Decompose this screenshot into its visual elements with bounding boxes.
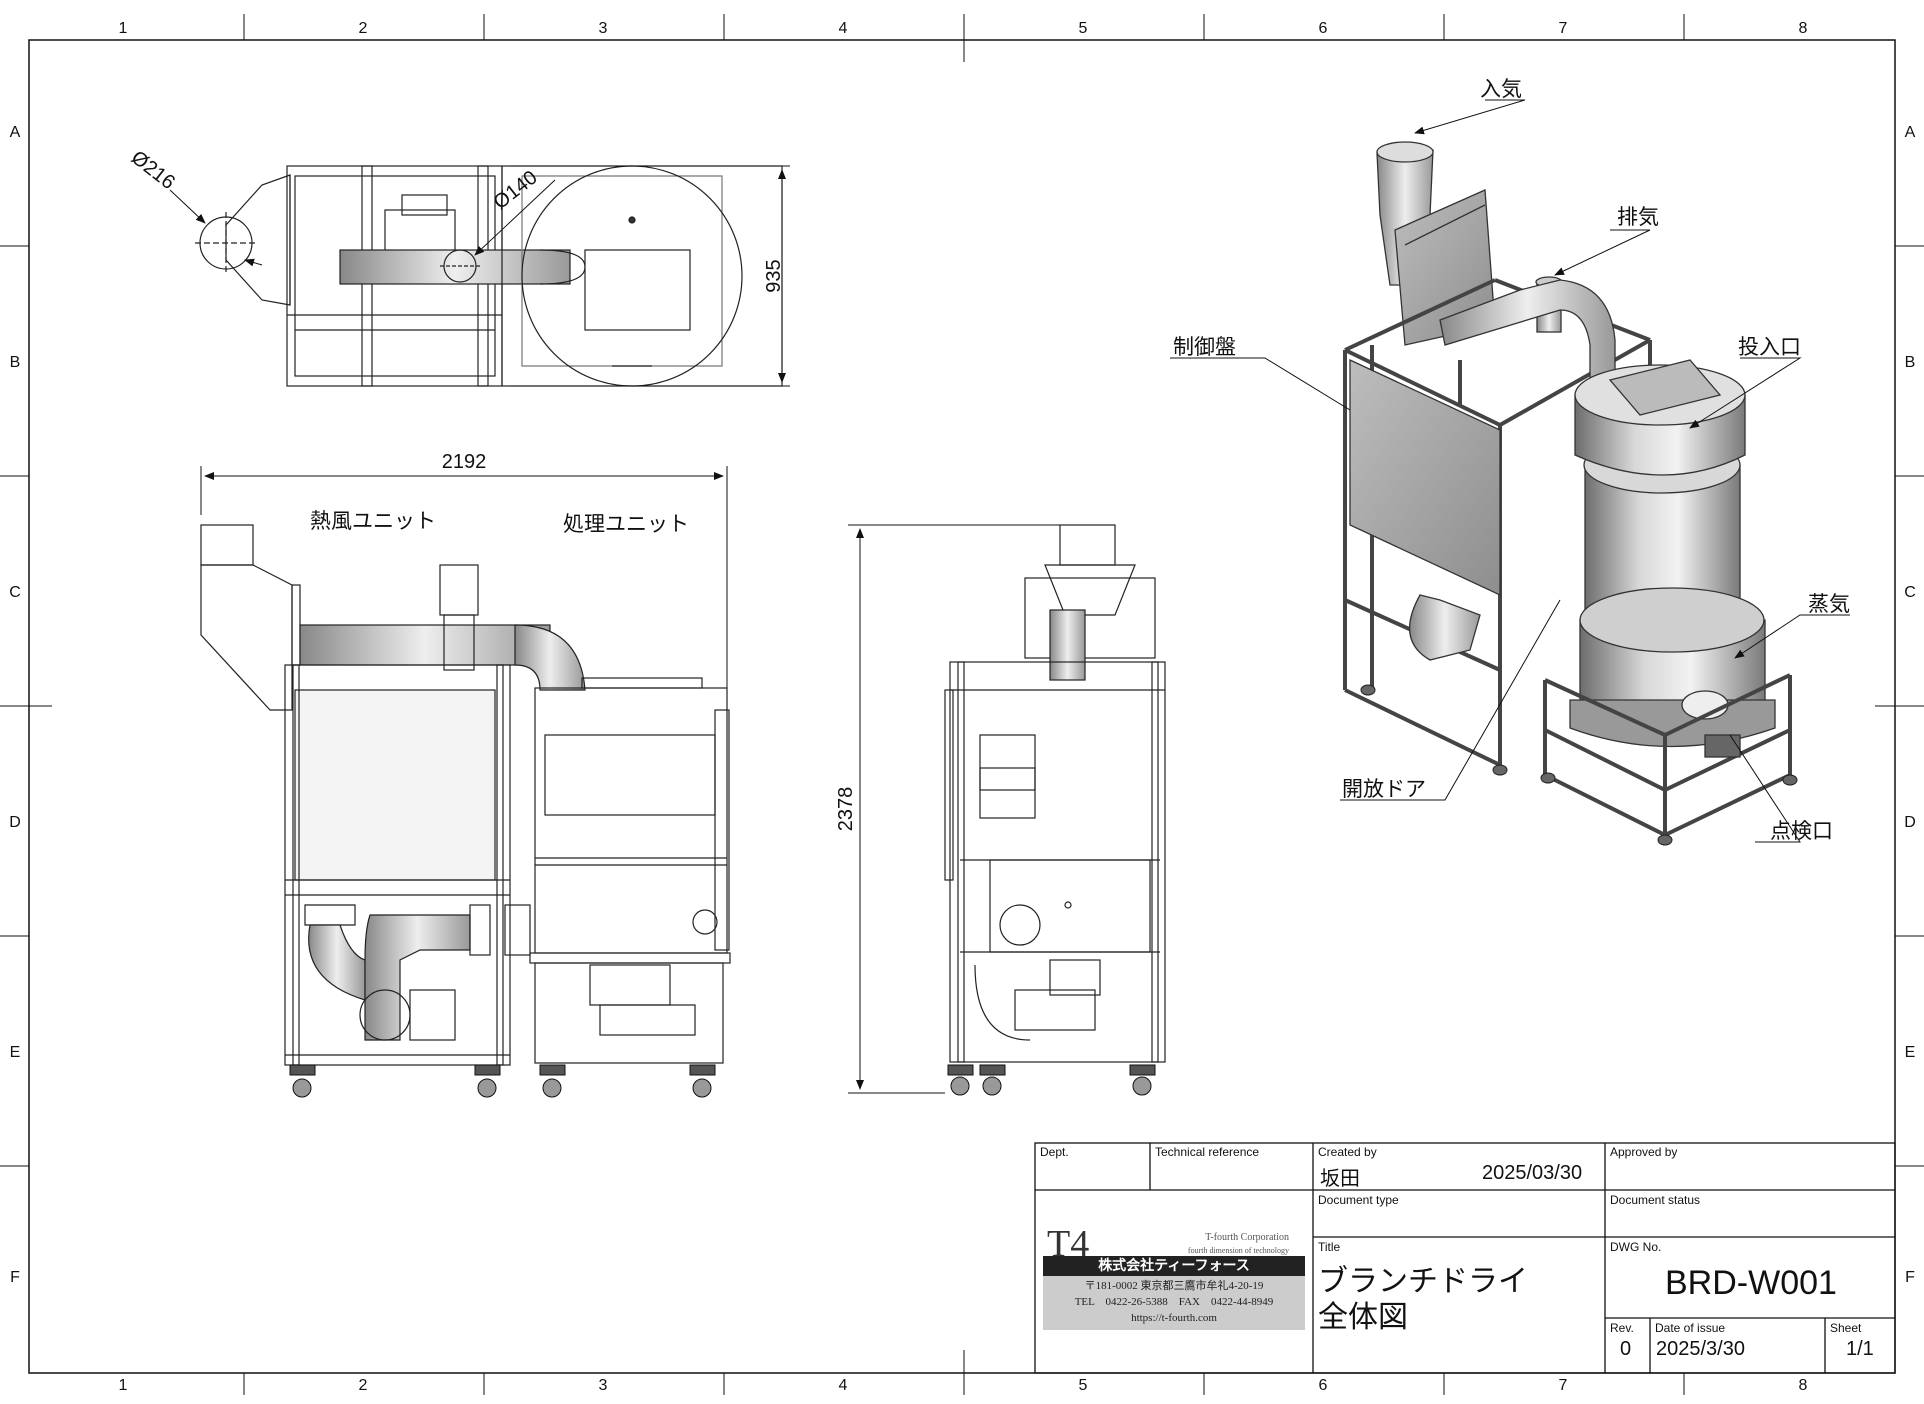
- row-label: F: [10, 1269, 20, 1286]
- row-label: A: [10, 124, 21, 141]
- dim-overall-height: [848, 524, 1095, 1094]
- rev-value: 0: [1620, 1338, 1632, 1360]
- dept-label: Dept.: [1040, 1145, 1069, 1159]
- front-view-casters: [289, 1064, 716, 1098]
- sheet-value: 1/1: [1846, 1338, 1874, 1360]
- rev-label: Rev.: [1610, 1321, 1634, 1335]
- date-of-issue-label: Date of issue: [1655, 1321, 1726, 1335]
- col-label: 4: [839, 1377, 848, 1394]
- date-of-issue-value: 2025/3/30: [1656, 1338, 1745, 1360]
- dim-top-width-label: 935: [763, 259, 785, 292]
- doc-type-label: Document type: [1318, 1193, 1399, 1207]
- title-label: Title: [1318, 1240, 1341, 1254]
- dim-overall-width-label: 2192: [442, 451, 487, 473]
- created-by-label: Created by: [1318, 1145, 1377, 1159]
- dim-diameter-leaders: [169, 179, 556, 267]
- row-labels-left: A B C D E F: [9, 124, 21, 1286]
- row-label: B: [1905, 354, 1916, 371]
- company-name-jp: 株式会社ティーフォース: [1043, 1256, 1305, 1276]
- col-label: 8: [1799, 1377, 1808, 1394]
- company-tagline: fourth dimension of technology: [1187, 1246, 1289, 1255]
- column-labels-top: 1 2 3 4 5 6 7 8: [119, 20, 1808, 37]
- label-process-unit: 処理ユニット: [563, 513, 689, 536]
- col-label: 3: [599, 20, 608, 37]
- column-labels-bottom: 1 2 3 4 5 6 7 8: [119, 1377, 1808, 1394]
- col-label: 6: [1319, 20, 1328, 37]
- company-logo-block: T4 T-fourth Corporation fourth dimension…: [1043, 1222, 1305, 1330]
- col-label: 2: [359, 20, 368, 37]
- tech-ref-label: Technical reference: [1155, 1145, 1260, 1159]
- callout-steam: 蒸気: [1808, 593, 1850, 616]
- callout-open-door: 開放ドア: [1342, 778, 1426, 801]
- col-label: 5: [1079, 20, 1088, 37]
- side-view: [944, 524, 1166, 1063]
- row-label: C: [1904, 584, 1916, 601]
- col-label: 2: [359, 1377, 368, 1394]
- sheet-label: Sheet: [1830, 1321, 1862, 1335]
- side-view-casters: [947, 1064, 1156, 1096]
- row-label: F: [1905, 1269, 1915, 1286]
- drawing-title-line2: 全体図: [1318, 1301, 1408, 1334]
- created-date-value: 2025/03/30: [1482, 1162, 1583, 1184]
- col-label: 7: [1559, 20, 1568, 37]
- callout-leaders: [1170, 99, 1850, 843]
- dim-overall-height-label: 2378: [835, 787, 857, 832]
- company-url: https://t-fourth.com: [1131, 1312, 1217, 1324]
- company-name-en: T-fourth Corporation: [1205, 1232, 1289, 1243]
- dim-diameter-pipe-label: Ø140: [490, 166, 542, 213]
- iso-view: [1343, 141, 1792, 837]
- doc-status-label: Document status: [1610, 1193, 1701, 1207]
- callout-labels: 入気 排気 制御盤 投入口 蒸気 開放ドア 点検口: [1173, 78, 1850, 843]
- label-hot-air-unit: 熱風ユニット: [310, 510, 436, 533]
- row-label: A: [1905, 124, 1916, 141]
- col-label: 1: [119, 20, 128, 37]
- dim-overall-width: [200, 466, 728, 705]
- callout-feed-port: 投入口: [1738, 336, 1801, 359]
- callout-control-panel: 制御盤: [1173, 336, 1236, 359]
- dwg-no-label: DWG No.: [1610, 1240, 1662, 1254]
- row-label: C: [9, 584, 21, 601]
- row-label: E: [1905, 1044, 1916, 1061]
- dim-top-height: [510, 165, 790, 387]
- row-label: D: [9, 814, 21, 831]
- front-view: [200, 524, 731, 1066]
- row-label: E: [10, 1044, 21, 1061]
- col-label: 4: [839, 20, 848, 37]
- created-by-value: 坂田: [1320, 1168, 1360, 1190]
- col-label: 1: [119, 1377, 128, 1394]
- approved-by-label: Approved by: [1610, 1145, 1678, 1159]
- dim-diameter-inlet-label: Ø216: [127, 147, 179, 194]
- callout-exhaust: 排気: [1617, 206, 1659, 229]
- border-ticks: [0, 14, 1924, 1395]
- top-view: [195, 165, 783, 387]
- row-label: B: [10, 354, 21, 371]
- col-label: 3: [599, 1377, 608, 1394]
- dwg-no-value: BRD-W001: [1665, 1264, 1837, 1302]
- callout-inspection-port: 点検口: [1770, 820, 1833, 843]
- title-block-grid: [1034, 1142, 1896, 1374]
- company-address: 〒181-0002 東京都三鷹市牟礼4-20-19: [1084, 1280, 1264, 1292]
- col-label: 7: [1559, 1377, 1568, 1394]
- drawing-title-line1: ブランチドライ: [1318, 1265, 1528, 1298]
- callout-intake: 入気: [1480, 78, 1522, 101]
- iso-view-casters: [1360, 684, 1798, 846]
- row-label: D: [1904, 814, 1916, 831]
- col-label: 6: [1319, 1377, 1328, 1394]
- col-label: 5: [1079, 1377, 1088, 1394]
- company-phone: TEL 0422-26-5388 FAX 0422-44-8949: [1074, 1296, 1274, 1308]
- col-label: 8: [1799, 20, 1808, 37]
- row-labels-right: A B C D E F: [1904, 124, 1916, 1286]
- company-contact: 〒181-0002 東京都三鷹市牟礼4-20-19 TEL 0422-26-53…: [1043, 1276, 1305, 1330]
